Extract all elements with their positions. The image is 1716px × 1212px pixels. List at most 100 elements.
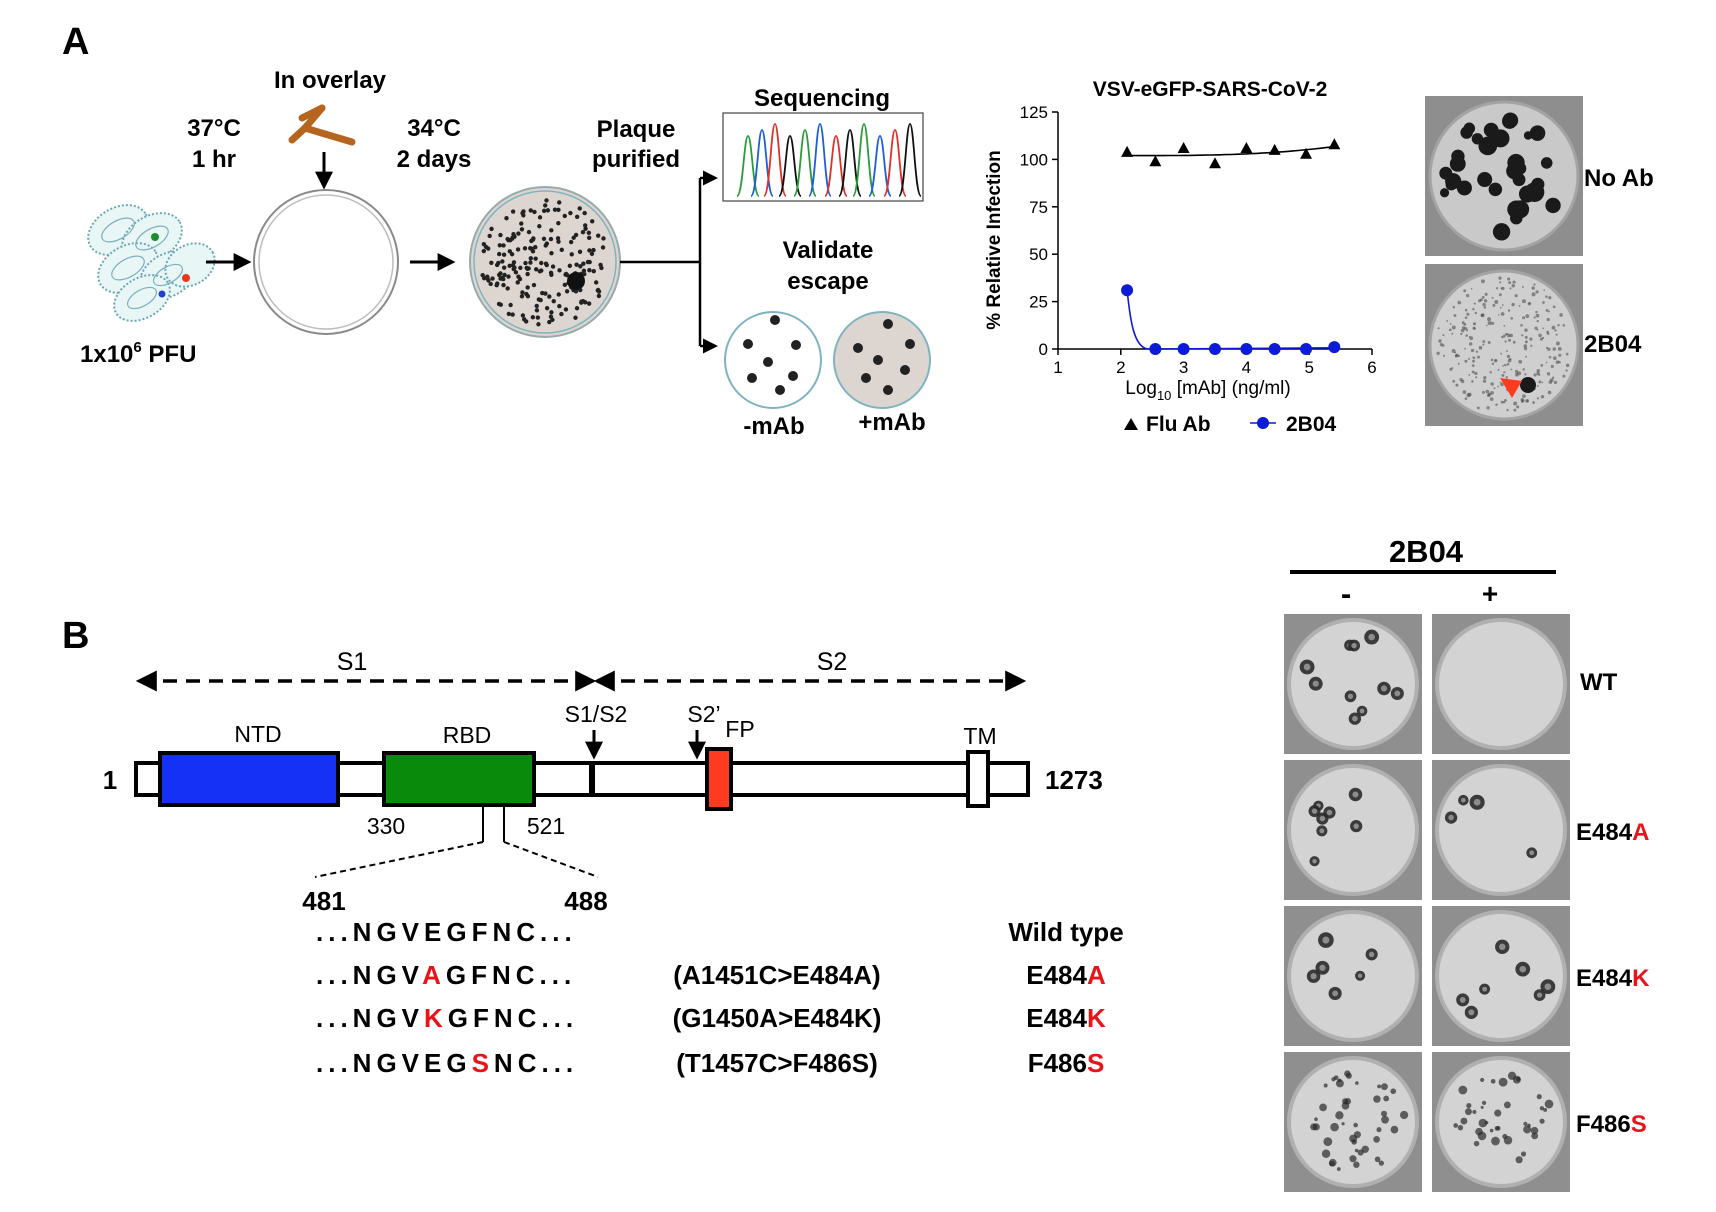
point-2b04	[1209, 343, 1221, 355]
point-flu-ab	[1240, 142, 1253, 154]
s2p-label: S2’	[687, 701, 720, 727]
s1s2-label: S1/S2	[565, 701, 628, 727]
plate-photo	[1284, 1052, 1422, 1192]
chart-ytick-label: 0	[1039, 340, 1048, 359]
virus-cluster-icon	[87, 204, 216, 322]
rbd-end-position: 521	[527, 813, 565, 839]
chromatogram-icon	[722, 112, 924, 202]
end-position: 1273	[1045, 765, 1103, 795]
legend-label-flu: Flu Ab	[1146, 413, 1211, 436]
chart-ytick-label: 125	[1020, 103, 1048, 122]
chart-xtick-label: 4	[1242, 358, 1251, 377]
zoom-end-position: 488	[564, 886, 607, 916]
chart-legend: Flu Ab 2B04	[1124, 413, 1337, 436]
chart-xtick-label: 2	[1116, 358, 1125, 377]
chart-ytick-label: 75	[1029, 198, 1048, 217]
sequence-text: ...NGVAGFNC...	[316, 960, 576, 990]
fp-domain	[705, 747, 733, 811]
step1-time: 1 hr	[192, 146, 236, 173]
tm-label: TM	[963, 723, 996, 749]
chart-ytick-label: 100	[1020, 150, 1048, 169]
infection-chart: VSV-eGFP-SARS-CoV-2 % Relative Infection…	[984, 78, 1377, 436]
s1s2-site	[589, 763, 595, 795]
validate-label-line1: Validate	[783, 237, 874, 264]
series-line-2b04	[1126, 290, 1335, 350]
sequencing-label: Sequencing	[754, 85, 890, 112]
point-flu-ab	[1328, 138, 1341, 150]
step2-time: 2 days	[397, 146, 472, 173]
sequence-row: ...NGVKGFNC...(G1450A>E484K)E484K	[316, 1003, 1106, 1033]
minus-mab-label: -mAb	[743, 413, 804, 440]
chart-xlabel: Log10 [mAb] (ng/ml)	[1125, 378, 1290, 403]
plate-photo	[1284, 614, 1422, 754]
plate-photo-no-ab	[1425, 96, 1583, 256]
chart-title: VSV-eGFP-SARS-CoV-2	[1093, 78, 1328, 101]
sequence-row: ...NGVEGFNC... Wild type	[316, 917, 1124, 947]
point-2b04	[1149, 343, 1162, 355]
chart-xtick-label: 6	[1367, 358, 1376, 377]
point-2b04	[1177, 343, 1190, 355]
plate-photo	[1432, 760, 1570, 900]
point-2b04	[1328, 341, 1341, 354]
plate-photo	[1432, 906, 1570, 1046]
point-2b04	[1300, 343, 1313, 355]
series-line-flu-ab	[1127, 145, 1335, 157]
fp-label: FP	[725, 716, 754, 742]
plaque-dish-icon	[469, 186, 621, 338]
chart-xtick-label: 3	[1179, 358, 1188, 377]
legend-label-2b04: 2B04	[1286, 413, 1337, 436]
photo-label-2b04: 2B04	[1584, 331, 1642, 358]
plate-row-label: F486S	[1576, 1111, 1647, 1138]
point-flu-ab	[1209, 157, 1221, 169]
nucleotide-change: (A1451C>E484A)	[673, 960, 880, 990]
spike-protein-bar	[134, 747, 1030, 811]
photo-label-no-ab: No Ab	[1584, 165, 1654, 192]
chart-xtick-label: 1	[1053, 358, 1062, 377]
legend-marker-flu	[1124, 418, 1138, 430]
point-flu-ab	[1149, 155, 1162, 167]
escape-arrowhead-icon	[1500, 378, 1522, 398]
point-2b04	[1121, 284, 1134, 297]
s2-label: S2	[817, 648, 848, 676]
sequence-row: ...NGVAGFNC...(A1451C>E484A)E484A	[316, 960, 1106, 990]
sequence-text: ...NGVEGFNC...	[316, 917, 577, 947]
empty-dish-icon	[253, 189, 399, 335]
plaque-label-line1: Plaque	[597, 116, 676, 143]
variant-label: Wild type	[1008, 917, 1123, 947]
plate-photo	[1432, 1052, 1570, 1192]
point-flu-ab	[1177, 142, 1190, 154]
zoom-start-position: 481	[302, 886, 345, 916]
grid-col-plus: +	[1482, 578, 1498, 609]
rbd-label: RBD	[443, 722, 492, 748]
rbd-start-position: 330	[367, 813, 405, 839]
rbd-domain	[382, 751, 536, 807]
plate-photo	[1432, 614, 1570, 754]
step2-temp: 34°C	[407, 115, 461, 142]
plate-row-label: E484K	[1576, 965, 1650, 992]
ntd-label: NTD	[234, 721, 281, 747]
sequence-text: ...NGVEGSNC...	[316, 1048, 578, 1078]
nucleotide-change: (G1450A>E484K)	[673, 1003, 882, 1033]
plus-mab-label: +mAb	[858, 409, 925, 436]
overlay-label: In overlay	[274, 67, 387, 94]
branch-bracket	[620, 170, 718, 354]
point-2b04	[1240, 343, 1253, 355]
sequence-list: ...NGVEGFNC... Wild type ...NGVAGFNC... (A1…	[316, 917, 1124, 1078]
plus-mab-dish-icon	[833, 311, 931, 409]
chart-ytick-label: 50	[1029, 245, 1048, 264]
sequence-row: ...NGVEGSNC...(T1457C>F486S)F486S	[316, 1048, 1104, 1078]
plate-photo	[1284, 906, 1422, 1046]
plate-row-label: E484A	[1576, 819, 1649, 846]
legend-marker-2b04	[1257, 417, 1269, 429]
point-flu-ab	[1121, 145, 1134, 157]
plaque-label-line2: purified	[592, 146, 680, 173]
ntd-domain	[158, 751, 340, 807]
start-position: 1	[103, 765, 117, 795]
plate-photo	[1284, 760, 1422, 900]
chart-ytick-label: 25	[1029, 293, 1048, 312]
antibody-icon	[288, 104, 356, 146]
variant-label: F486S	[1028, 1048, 1105, 1078]
chart-ylabel: % Relative Infection	[984, 150, 1005, 330]
